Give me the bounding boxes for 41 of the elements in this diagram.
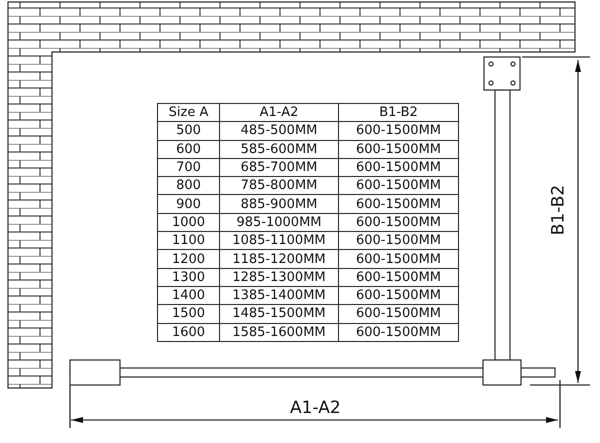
table-cell: 1185-1200MM (220, 250, 338, 268)
table-cell: 785-800MM (220, 176, 338, 195)
table-cell: 600-1500MM (338, 213, 458, 232)
column-header: Size A (158, 104, 220, 122)
table-cell: 485-500MM (220, 122, 338, 140)
table-cell: 1385-1400MM (220, 286, 338, 305)
table-cell: 600-1500MM (338, 232, 458, 250)
table-cell: 600-1500MM (338, 286, 458, 305)
table-cell: 685-700MM (220, 158, 338, 177)
table-cell: 1485-1500MM (220, 304, 338, 324)
dimension-label: A1-A2 (290, 398, 341, 418)
table-cell: 1600 (158, 323, 220, 342)
table-cell: 600-1500MM (338, 140, 458, 158)
dimension-label: B1-B2 (548, 184, 568, 236)
table-cell: 1200 (158, 250, 220, 268)
table-cell: 600-1500MM (338, 176, 458, 195)
table-cell: 600-1500MM (338, 158, 458, 177)
table-cell: 885-900MM (220, 194, 338, 214)
table-cell: 1100 (158, 232, 220, 250)
table-cell: 600-1500MM (338, 323, 458, 342)
table-cell: 800 (158, 176, 220, 195)
table-cell: 900 (158, 194, 220, 214)
table-cell: 600-1500MM (338, 122, 458, 140)
table-cell: 985-1000MM (220, 213, 338, 232)
table-cell: 1585-1600MM (220, 323, 338, 342)
table-cell: 600-1500MM (338, 194, 458, 214)
table-cell: 585-600MM (220, 140, 338, 158)
table-cell: 500 (158, 122, 220, 140)
table-cell: 1085-1100MM (220, 232, 338, 250)
table-cell: 600-1500MM (338, 304, 458, 324)
table-cell: 1500 (158, 304, 220, 324)
table-cell: 700 (158, 158, 220, 177)
column-header: A1-A2 (220, 104, 338, 122)
table-cell: 1000 (158, 213, 220, 232)
table-cell: 600-1500MM (338, 268, 458, 286)
table-cell: 1285-1300MM (220, 268, 338, 286)
table-cell: 600-1500MM (338, 250, 458, 268)
table-cell: 600 (158, 140, 220, 158)
table-cell: 1300 (158, 268, 220, 286)
table-cell: 1400 (158, 286, 220, 305)
column-header: B1-B2 (338, 104, 458, 122)
